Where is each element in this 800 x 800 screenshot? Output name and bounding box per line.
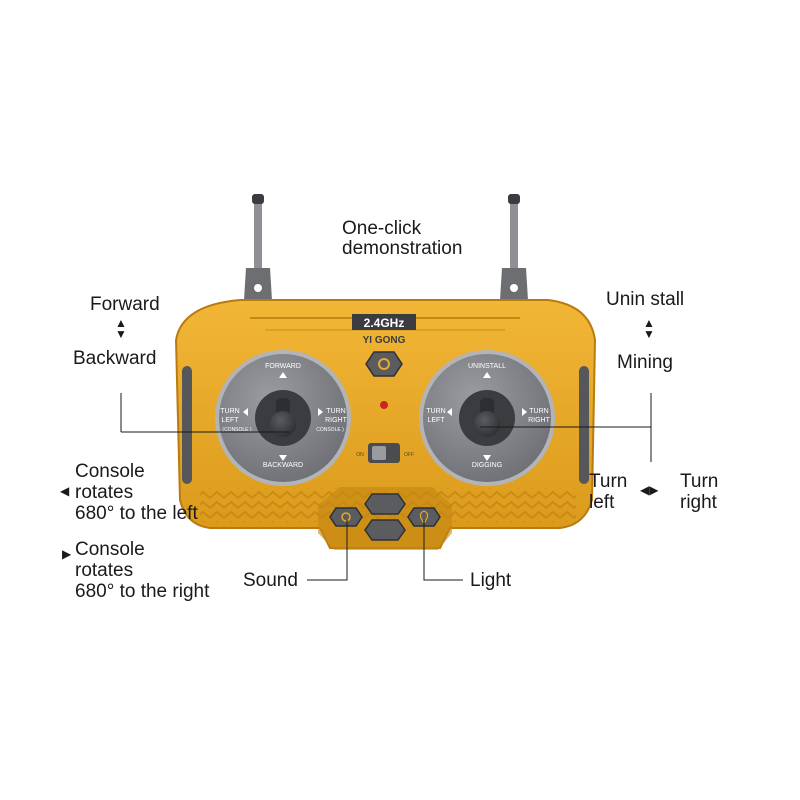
action-button-bottom[interactable] <box>364 519 406 541</box>
button-cluster-base <box>318 487 452 550</box>
right-dial-up-label: UNINSTALL <box>468 363 506 370</box>
up-down-arrows-icon: ▲▼ <box>643 316 655 341</box>
sound-leader <box>307 520 348 581</box>
right-dial-left-label-1: TURN <box>426 408 445 415</box>
uninstall-label: Unin stall <box>606 289 685 310</box>
left-dial-right-label-2: RIGHT <box>325 417 348 424</box>
right-dial-right-arrow <box>522 408 527 416</box>
power-switch[interactable] <box>368 443 400 463</box>
console-right-line1: Console <box>75 539 145 560</box>
turn-left-line2: left <box>589 492 615 513</box>
left-dial-up-label: FORWARD <box>265 363 301 370</box>
sound-icon <box>341 512 351 522</box>
left-dial-down-arrow <box>279 455 287 461</box>
forward-label: Forward <box>90 294 160 315</box>
right-arrow-icon: ▶ <box>62 547 72 561</box>
right-dial-right-label-1: TURN <box>529 408 548 415</box>
light-button[interactable] <box>407 507 441 527</box>
left-dial-right-small: CONSOLE ) <box>316 427 344 433</box>
left-arrow-icon: ◀ <box>60 484 70 498</box>
console-right-line3: 680° to the right <box>75 581 210 602</box>
left-joystick[interactable] <box>270 398 296 437</box>
right-grip <box>579 366 589 484</box>
left-dial-left-label-2: LEFT <box>221 417 239 424</box>
left-dial-left-label-1: TURN <box>220 408 239 415</box>
backward-label: Backward <box>73 348 157 369</box>
right-joystick[interactable] <box>474 398 500 437</box>
console-left-line3: 680° to the left <box>75 503 198 524</box>
turn-right-line1: Turn <box>680 471 719 492</box>
turn-right-line2: right <box>680 492 717 513</box>
brand-name: YI GONG <box>363 335 406 346</box>
up-down-arrows-icon: ▲▼ <box>115 316 127 341</box>
left-dial-left-small: (CONSOLE ) <box>222 427 252 433</box>
left-right-arrows-icon: ◀▶ <box>640 483 659 497</box>
brand-plate <box>352 314 416 330</box>
right-dial-down-label: DIGGING <box>472 462 502 469</box>
left-dial-up-arrow <box>279 372 287 378</box>
demo-callout-line1: One-click <box>342 218 422 239</box>
console-right-line2: rotates <box>75 560 134 581</box>
left-dial-left-arrow <box>243 408 248 416</box>
left-dial-down-label: BACKWARD <box>263 462 303 469</box>
sound-label: Sound <box>243 570 298 591</box>
light-leader <box>423 520 463 581</box>
console-left-line1: Console <box>75 461 145 482</box>
left-dial-right-arrow <box>318 408 323 416</box>
left-antenna <box>244 194 272 300</box>
right-dial-left-arrow <box>447 408 452 416</box>
console-left-line2: rotates <box>75 482 134 503</box>
action-button-top[interactable] <box>364 493 406 515</box>
mining-label: Mining <box>617 352 673 373</box>
right-dial-right-label-2: RIGHT <box>528 417 551 424</box>
power-led <box>380 401 388 409</box>
left-dial-right-label-1: TURN <box>326 408 345 415</box>
light-label: Light <box>470 570 512 591</box>
right-dial-up-arrow <box>483 372 491 378</box>
switch-off-label: OFF <box>404 452 414 458</box>
right-dial-left-label-2: LEFT <box>427 417 445 424</box>
right-dial-down-arrow <box>483 455 491 461</box>
sound-button[interactable] <box>329 507 363 527</box>
callout-lines <box>120 393 652 581</box>
turn-left-line1: Turn <box>589 471 628 492</box>
switch-on-label: ON <box>356 452 364 458</box>
demo-button[interactable] <box>365 351 403 377</box>
demo-callout-line2: demonstration <box>342 238 463 259</box>
left-grip <box>182 366 192 484</box>
right-antenna <box>500 194 528 300</box>
brand-frequency: 2.4GHz <box>364 316 405 330</box>
gear-icon <box>378 358 390 370</box>
